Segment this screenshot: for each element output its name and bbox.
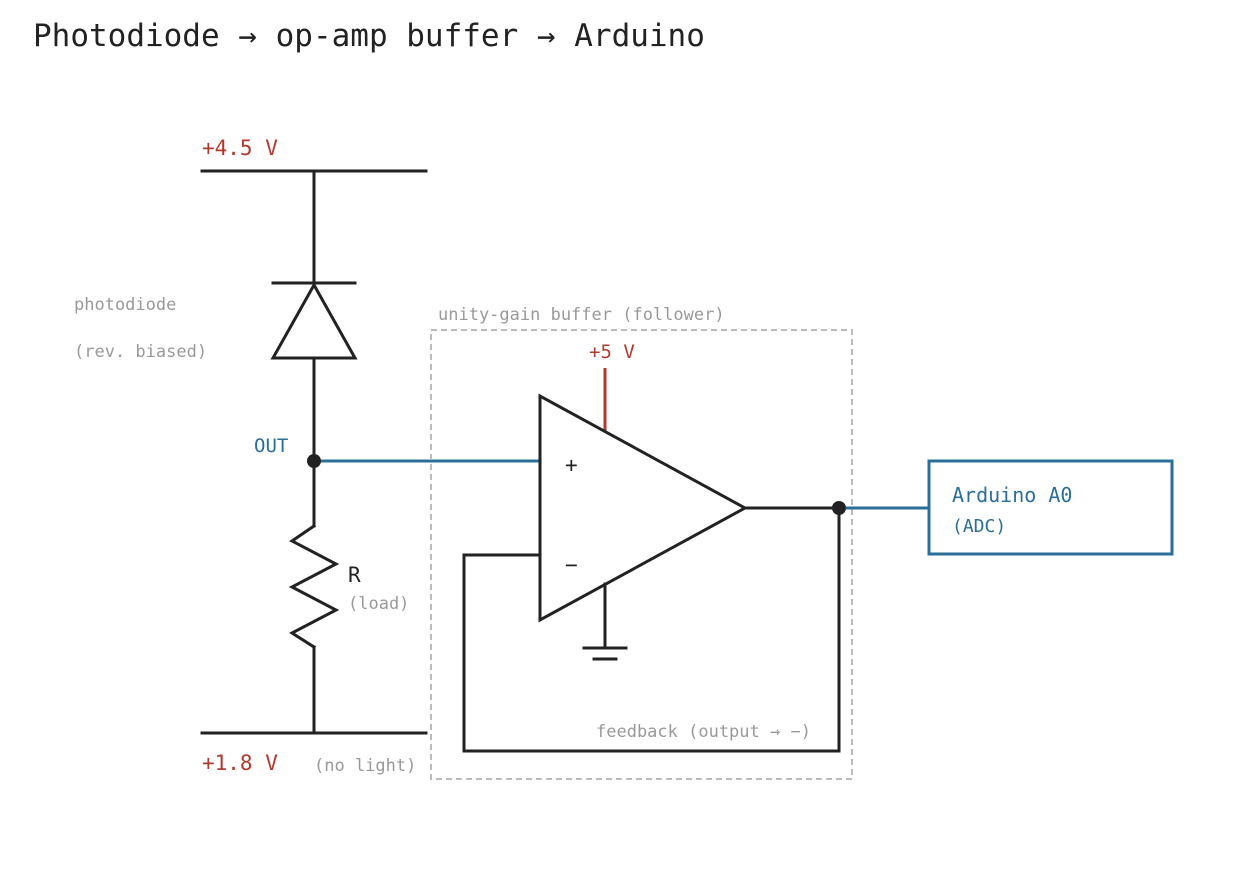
- opamp-symbol: [538, 393, 749, 623]
- buffer-box: [430, 329, 853, 780]
- opamp-plus-sign: +: [565, 453, 578, 477]
- arduino-block: [927, 459, 1174, 556]
- diagram-title: Photodiode → op-amp buffer → Arduino: [33, 18, 705, 54]
- bottom-rail-note: (no light): [314, 756, 416, 776]
- resistor-label: R: [348, 563, 361, 587]
- arduino-sublabel: (ADC): [952, 516, 1006, 537]
- photodiode-symbol: [270, 281, 358, 360]
- out-node-dot: [307, 454, 321, 468]
- ground-icon: [582, 582, 628, 661]
- feedback-label: feedback (output → −): [596, 722, 811, 742]
- photodiode-sublabel: (rev. biased): [74, 342, 207, 362]
- out-node-label: OUT: [254, 435, 288, 457]
- feedback-wire: [462, 506, 841, 753]
- opamp-supply-label: +5 V: [589, 341, 635, 363]
- arduino-label: Arduino A0: [952, 483, 1072, 507]
- resistor-sublabel: (load): [348, 594, 409, 614]
- bottom-rail-label: +1.8 V: [202, 751, 278, 775]
- top-rail-label: +4.5 V: [202, 136, 278, 160]
- photodiode-label: photodiode: [74, 295, 176, 315]
- opamp-minus-sign: −: [565, 553, 578, 577]
- buffer-box-label: unity-gain buffer (follower): [438, 305, 725, 325]
- resistor-symbol: [288, 523, 340, 650]
